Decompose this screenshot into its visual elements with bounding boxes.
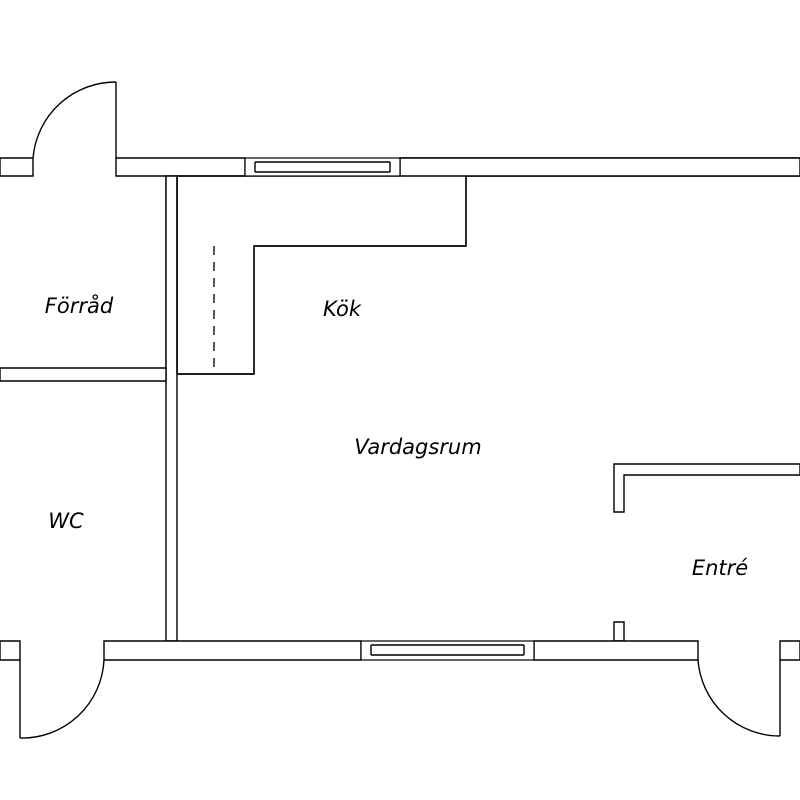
bottom-window <box>360 640 535 661</box>
room-label-living: Vardagsrum <box>354 435 481 459</box>
entrance-door <box>697 659 781 737</box>
room-label-entrance: Entré <box>692 556 748 580</box>
entrance-partition <box>613 463 800 642</box>
room-label-wc: WC <box>48 509 84 533</box>
wc-door <box>19 659 105 739</box>
top-window <box>244 157 401 177</box>
top-exterior-wall <box>0 157 800 375</box>
room-label-kitchen: Kök <box>323 297 362 321</box>
storage-door <box>32 81 117 159</box>
room-label-storage: Förråd <box>45 293 114 318</box>
partition-walls <box>0 175 467 642</box>
